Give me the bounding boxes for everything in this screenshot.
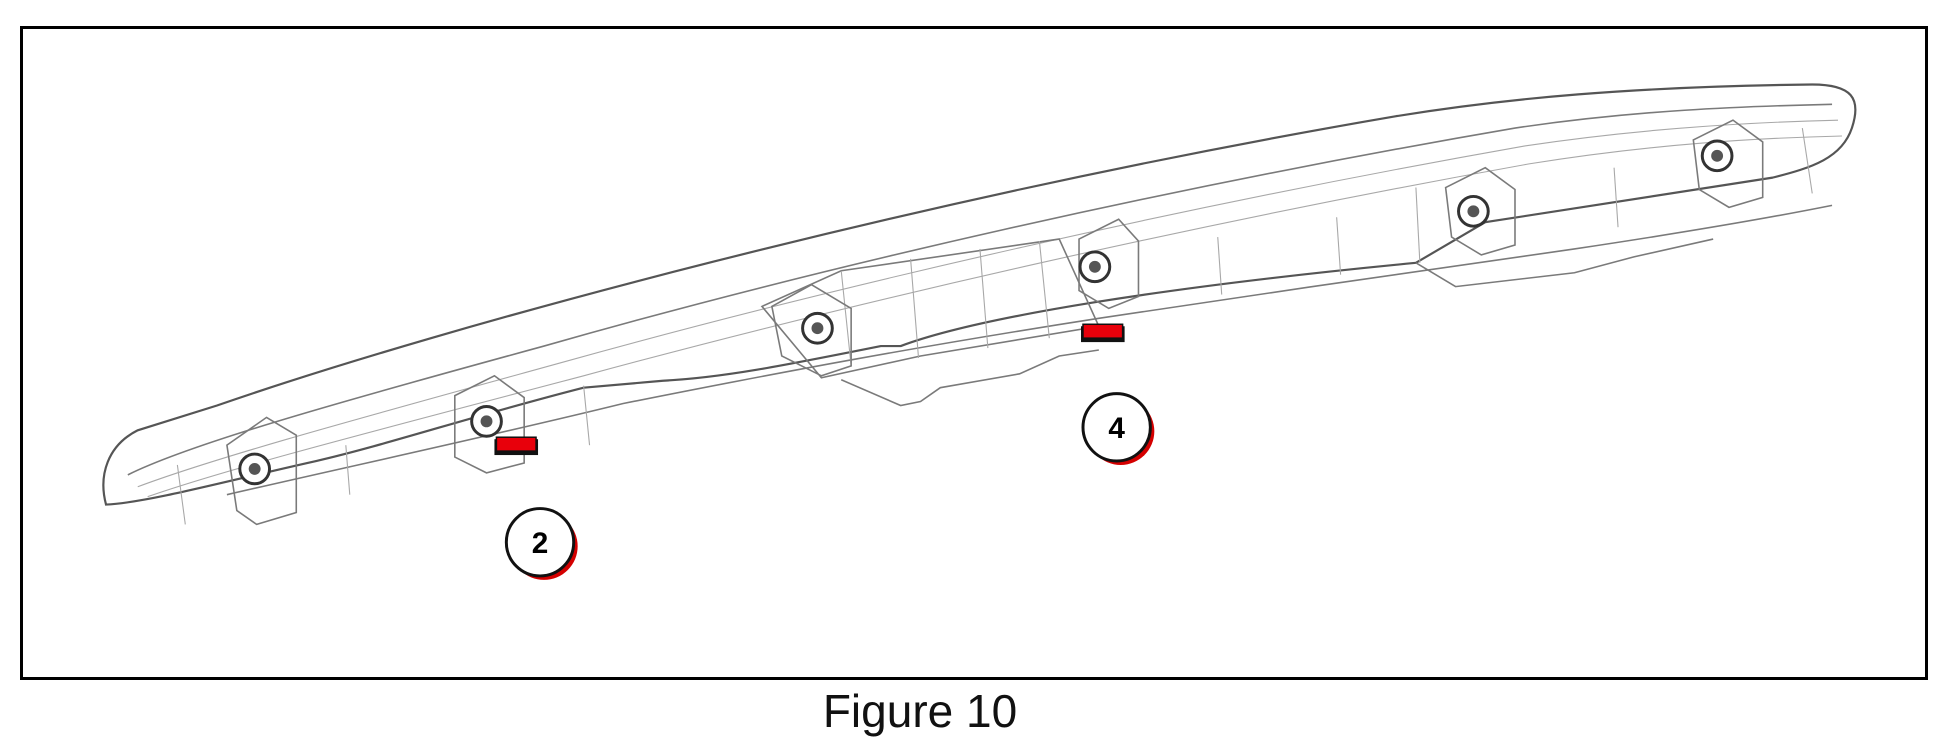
tailgate-trim-diagram: 2 4 <box>102 83 1857 580</box>
callout-4-label: 4 <box>1108 412 1125 445</box>
fastener-icon <box>1700 139 1734 173</box>
callout-2-label: 2 <box>532 527 549 560</box>
figure-frame: 2 4 <box>20 26 1928 680</box>
fastener-icon <box>238 452 272 486</box>
fastener-icon <box>801 311 834 345</box>
callout-4: 4 <box>1081 392 1155 465</box>
clip-marker-icon <box>494 436 539 456</box>
fastener-icon <box>470 405 503 438</box>
trim-panel <box>102 83 1857 526</box>
fastener-icon <box>1457 194 1490 228</box>
figure-caption: Figure 10 <box>822 685 1018 737</box>
fastener-icon <box>1078 250 1112 284</box>
clip-marker-icon <box>1081 323 1125 343</box>
callout-2: 2 <box>504 507 578 580</box>
